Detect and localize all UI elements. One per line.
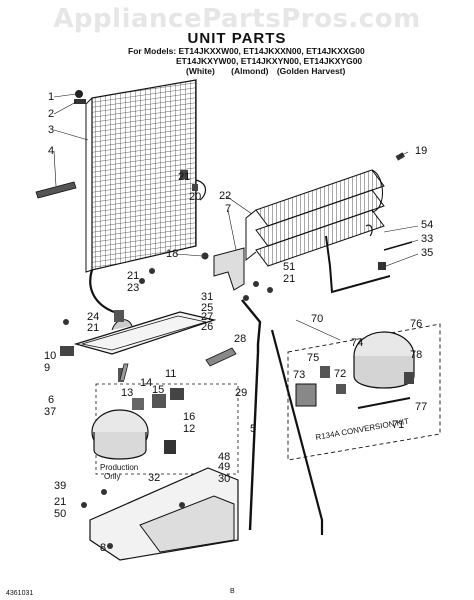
callout-54: 54 xyxy=(421,219,433,231)
callout-37: 37 xyxy=(44,406,56,418)
production-label-1: Production xyxy=(100,463,138,472)
callout-16: 16 xyxy=(183,411,195,423)
models-list-1: ET14JKXXW00, ET14JKXXN00, ET14JKXXG00 xyxy=(178,46,365,56)
callout-21: 21 xyxy=(87,322,99,334)
callout-21: 21 xyxy=(127,270,139,282)
callout-70: 70 xyxy=(311,313,323,325)
callout-49: 49 xyxy=(218,461,230,473)
drain-pan xyxy=(73,310,217,355)
callout-22: 22 xyxy=(219,190,231,202)
leader-lines xyxy=(53,93,419,341)
callout-74: 74 xyxy=(351,337,363,349)
page-letter: B xyxy=(230,588,235,595)
callout-73: 73 xyxy=(293,369,305,381)
callout-24: 24 xyxy=(87,311,99,323)
callout-7: 7 xyxy=(225,203,231,215)
callout-51: 51 xyxy=(283,261,295,273)
callout-21: 21 xyxy=(54,496,66,508)
compressor-base-plate xyxy=(81,467,239,561)
models-line-2: ET14JKXYW00, ET14JKXYN00, ET14JKXYG00 xyxy=(176,56,363,66)
conversion-kit-box xyxy=(287,323,441,461)
callout-26: 26 xyxy=(201,321,213,333)
callout-11: 11 xyxy=(165,368,176,380)
callout-19: 19 xyxy=(415,145,427,157)
models-colors: (White) (Almond) (Golden Harvest) xyxy=(186,66,345,76)
callout-15: 15 xyxy=(152,384,164,396)
callout-12: 12 xyxy=(183,423,195,435)
callout-77: 77 xyxy=(415,401,427,413)
doc-number: 4361031 xyxy=(6,590,34,597)
callout-10: 10 xyxy=(44,350,56,362)
compressor-area xyxy=(91,363,239,475)
drain-tube xyxy=(241,299,324,535)
callout-21: 21 xyxy=(283,273,295,285)
callout-3: 3 xyxy=(48,124,54,136)
color-white: (White) xyxy=(186,66,215,76)
callout-29: 29 xyxy=(235,387,247,399)
callout-30: 30 xyxy=(218,473,230,485)
callout-20: 20 xyxy=(189,191,201,203)
callout-21: 21 xyxy=(178,171,190,183)
callout-1: 1 xyxy=(48,91,54,103)
page-title: UNIT PARTS xyxy=(187,30,287,47)
callout-48: 48 xyxy=(218,451,230,463)
callout-39: 39 xyxy=(54,480,66,492)
callout-6: 6 xyxy=(48,394,54,406)
models-prefix: For Models: xyxy=(128,46,177,56)
callout-8: 8 xyxy=(100,542,106,554)
callout-72: 72 xyxy=(334,368,346,380)
callout-35: 35 xyxy=(421,247,433,259)
callout-28: 28 xyxy=(234,333,246,345)
callout-75: 75 xyxy=(307,352,319,364)
callout-4: 4 xyxy=(48,145,54,157)
callout-9: 9 xyxy=(44,362,50,374)
watermark: AppliancePartsPros.com xyxy=(53,4,421,34)
callout-31: 31 xyxy=(201,291,213,303)
callout-76: 76 xyxy=(410,318,422,330)
models-line-1: For Models: ET14JKXXW00, ET14JKXXN00, ET… xyxy=(128,46,365,56)
condenser-coil xyxy=(85,79,207,314)
callout-71: 71 xyxy=(392,419,404,431)
color-almond: (Almond) xyxy=(231,66,269,76)
callout-23: 23 xyxy=(127,282,139,294)
evaporator xyxy=(245,152,413,294)
callout-5: 5 xyxy=(250,423,256,435)
callout-18: 18 xyxy=(166,248,178,260)
evaporator-bracket xyxy=(201,247,273,293)
color-golden-harvest: (Golden Harvest) xyxy=(276,66,346,76)
callout-27: 27 xyxy=(201,311,213,323)
callout-32: 32 xyxy=(148,472,160,484)
callout-78: 78 xyxy=(410,349,422,361)
callout-13: 13 xyxy=(121,387,133,399)
callout-14: 14 xyxy=(140,377,152,389)
callout-33: 33 xyxy=(421,233,433,245)
condenser-mounts xyxy=(35,90,198,199)
callout-25: 25 xyxy=(201,302,213,314)
callout-2: 2 xyxy=(48,108,54,120)
callout-50: 50 xyxy=(54,508,66,520)
production-label-2: Only xyxy=(104,472,120,481)
